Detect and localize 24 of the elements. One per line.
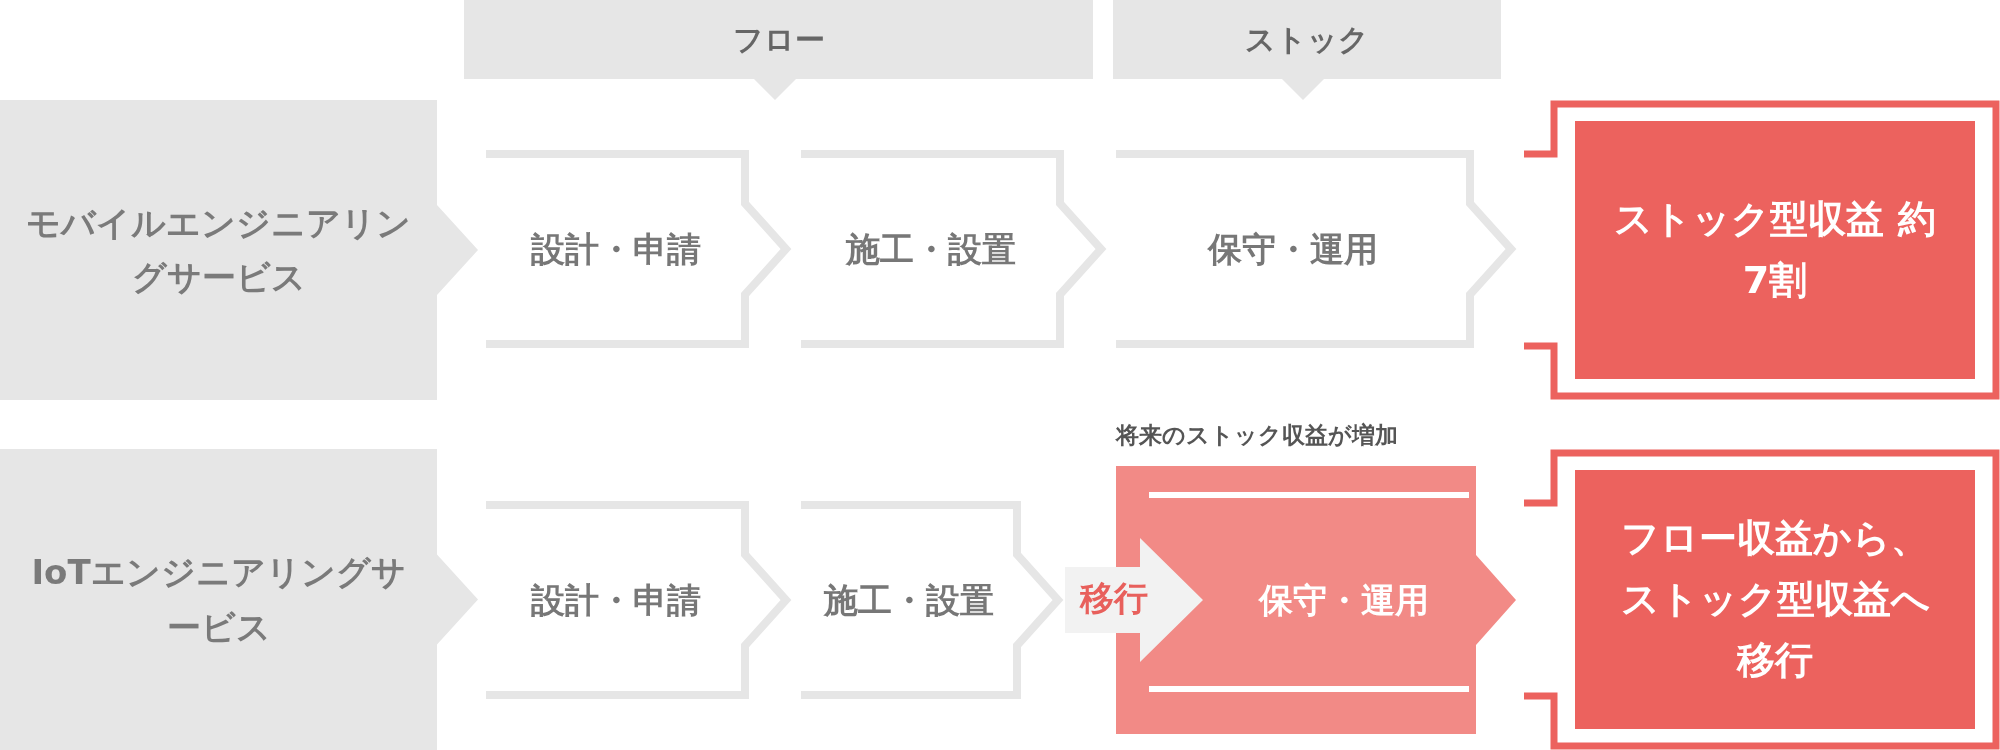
header-band — [1113, 0, 1501, 100]
process-step — [801, 150, 1106, 348]
node-label: フロー収益から、ストック型収益へ移行 — [1619, 515, 1931, 684]
node-label: モバイルエンジニアリングサービス — [25, 201, 412, 299]
node-label: ストック型収益 約7割 — [1613, 196, 1937, 304]
node-label: 設計・申請 — [530, 227, 701, 271]
edge-label: 移行 — [1080, 577, 1148, 620]
arrow — [1065, 538, 1203, 662]
header-text: ストック — [1245, 20, 1369, 59]
process-step — [801, 501, 1063, 699]
node-label: IoTエンジニアリングサービス — [30, 551, 407, 649]
node-label: 保守・運用 — [1208, 227, 1378, 271]
service-box — [0, 100, 478, 400]
process-step — [1116, 150, 1516, 348]
node-label: 施工・設置 — [845, 227, 1016, 271]
process-step — [486, 150, 791, 348]
process-step — [486, 501, 791, 699]
node-label: 施工・設置 — [824, 578, 994, 622]
note-text: 将来のストック収益が増加 — [1116, 421, 1398, 450]
header-text: フロー — [732, 20, 825, 59]
node-label: 設計・申請 — [530, 578, 701, 622]
service-box — [0, 449, 478, 750]
node-label: 保守・運用 — [1258, 578, 1429, 622]
header-band — [464, 0, 1093, 100]
